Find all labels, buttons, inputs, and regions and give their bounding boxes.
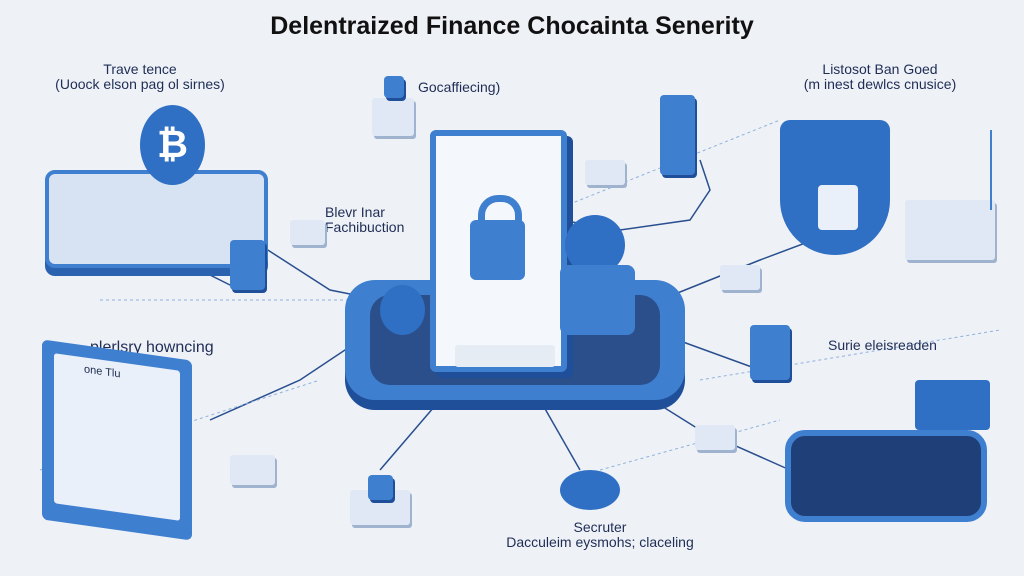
keyboard-icon (455, 345, 555, 367)
label-line: Dacculeim eysmohs; claceling (506, 534, 694, 550)
label-line: Listosot Ban Goed (822, 61, 938, 77)
server-stack-icon (905, 200, 995, 260)
user-body-icon (560, 265, 635, 335)
node-icon (720, 265, 760, 290)
label-right: Surie eleisreaden (828, 337, 937, 353)
label-line: Fachibuction (325, 219, 405, 235)
node-icon (585, 160, 625, 185)
page-title: Delentraized Finance Chocainta Senerity (270, 12, 754, 40)
antenna-icon (990, 130, 992, 210)
label-top-right: Listosot Ban Goed (m inest dewlcs cnusic… (790, 62, 970, 92)
database-icon (560, 470, 620, 510)
node-icon (750, 325, 790, 380)
monitor-screen: one Tlu (54, 353, 180, 521)
label-line: Secruter (573, 519, 627, 535)
node-icon (230, 455, 275, 485)
node-icon (372, 98, 414, 136)
label-line: (m inest dewlcs cnusice) (803, 76, 957, 92)
sign-icon (915, 380, 990, 430)
hardware-wallet-icon (785, 430, 987, 522)
coin-icon: ₿ (140, 105, 205, 185)
node-icon (230, 240, 265, 290)
label-mid-left: Blevr Inar Fachibuction (325, 205, 404, 235)
padlock-shackle (478, 195, 522, 232)
key-icon (380, 285, 425, 335)
label-line: Trave tence (103, 61, 177, 77)
shield-padlock-icon (818, 185, 858, 230)
robot-icon (384, 76, 404, 98)
monitor-icon: one Tlu (42, 339, 192, 541)
label-line: (Uoock elson pag ol sirnes) (55, 76, 225, 92)
label-line: Blevr Inar (325, 204, 385, 220)
chip-icon (368, 475, 393, 500)
node-icon (290, 220, 325, 245)
label-top-center: Gocaffiecing) (418, 79, 501, 95)
label-top-left: Trave tence (Uoock elson pag ol sirnes) (40, 62, 240, 92)
label-bottom: Secruter Dacculeim eysmohs; claceling (480, 520, 720, 550)
tower-icon (660, 95, 695, 175)
node-icon (695, 425, 735, 450)
